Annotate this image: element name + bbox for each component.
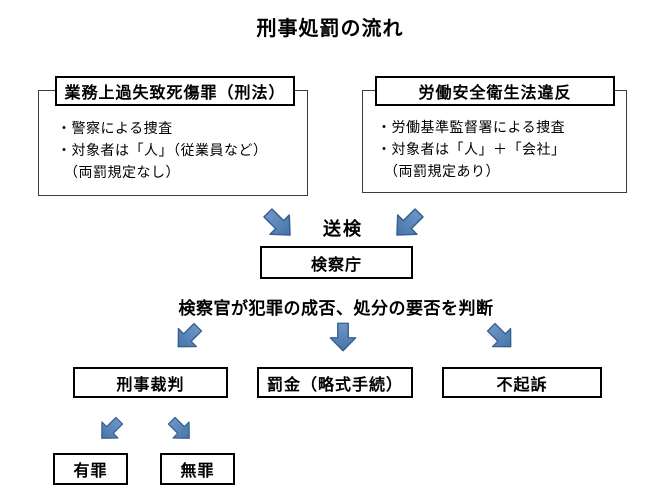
block-arrow-down-right-icon xyxy=(256,201,301,246)
criminal-law-header-label: 業務上過失致死傷罪（刑法） xyxy=(64,85,286,102)
decision-text: 検察官が犯罪の成否、処分の要否を判断 xyxy=(178,299,494,318)
safety-law-detail-box xyxy=(362,90,627,193)
bullet-line: ・対象者は「人」（従業員など） xyxy=(57,142,268,158)
prosecutors-office-label: 検察庁 xyxy=(310,256,362,274)
outcome-box-criminal-trial: 刑事裁判 xyxy=(73,367,228,398)
safety-law-header-label: 労働安全衛生法違反 xyxy=(418,85,572,102)
prosecutors-office-box: 検察庁 xyxy=(260,246,413,279)
safety-law-header-box: 労働安全衛生法違反 xyxy=(375,76,615,106)
criminal-law-detail-lines: ・警察による捜査 ・対象者は「人」（従業員など） （両罰規定なし） xyxy=(57,117,302,183)
block-arrow-down-left-icon xyxy=(385,201,430,246)
outcome-box-fine-summary: 罰金（略式手続） xyxy=(257,367,413,398)
block-arrow-down-right-icon xyxy=(162,411,199,448)
bullet-line: ・労働基準監督署による捜査 xyxy=(377,119,566,135)
soken-label: 送検 xyxy=(323,219,363,239)
criminal-law-header-box: 業務上過失致死傷罪（刑法） xyxy=(55,76,295,106)
page-title: 刑事処罰の流れ xyxy=(256,18,404,40)
outcome-label: 刑事裁判 xyxy=(116,376,185,394)
verdict-box-guilty: 有罪 xyxy=(53,453,128,485)
verdict-label: 無罪 xyxy=(180,463,215,480)
bullet-line: ・対象者は「人」＋「会社」 xyxy=(377,141,566,157)
bullet-line: （両罰規定なし） xyxy=(64,164,180,180)
outcome-label: 不起訴 xyxy=(496,376,548,394)
bullet-line: ・警察による捜査 xyxy=(57,120,173,136)
block-arrow-down-left-icon xyxy=(167,316,208,357)
verdict-box-not-guilty: 無罪 xyxy=(160,453,235,485)
outcome-box-non-prosecution: 不起訴 xyxy=(442,367,602,398)
bullet-line: （両罰規定あり） xyxy=(384,163,500,179)
block-arrow-down-right-icon xyxy=(480,316,521,357)
block-arrow-down-left-icon xyxy=(92,411,129,448)
safety-law-detail-lines: ・労働基準監督署による捜査 ・対象者は「人」＋「会社」 （両罰規定あり） xyxy=(377,116,622,182)
block-arrow-down-icon xyxy=(329,322,357,352)
criminal-law-detail-box xyxy=(38,90,308,196)
outcome-label: 罰金（略式手続） xyxy=(266,376,403,394)
verdict-label: 有罪 xyxy=(73,463,108,480)
